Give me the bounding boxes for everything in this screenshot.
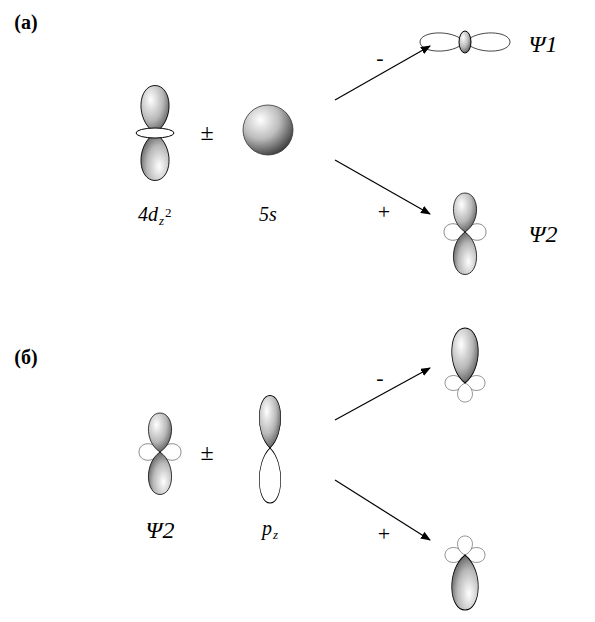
sign: + <box>378 523 390 545</box>
sign: + <box>378 201 390 223</box>
psi2-orbital <box>444 193 486 275</box>
dz2-orbital <box>136 86 174 181</box>
subscript: z <box>159 214 164 227</box>
psi1-orbital <box>420 31 510 53</box>
sign: - <box>376 367 383 389</box>
hybrid-orbital <box>445 536 485 610</box>
arrow <box>335 46 430 100</box>
panel-letter: (а) <box>14 12 37 32</box>
psi2-orbital <box>139 413 181 495</box>
orbital-name: 4d <box>138 204 158 224</box>
subscript: z <box>273 528 278 541</box>
p-orbital <box>259 396 280 504</box>
orbital-name: 5s <box>259 204 277 224</box>
orbital-name: p <box>262 518 272 538</box>
orbital-name: Ψ2 <box>529 222 558 246</box>
s-orbital <box>243 105 293 155</box>
arrow <box>335 368 430 420</box>
orbital-name: Ψ2 <box>146 518 175 542</box>
hybrid-orbital <box>445 328 485 402</box>
plus-minus: ± <box>200 120 213 144</box>
plus-minus: ± <box>200 440 213 464</box>
sign: - <box>376 47 383 69</box>
superscript: 2 <box>165 206 172 219</box>
orbital-name: Ψ1 <box>529 32 558 56</box>
panel-letter: (б) <box>14 347 37 367</box>
